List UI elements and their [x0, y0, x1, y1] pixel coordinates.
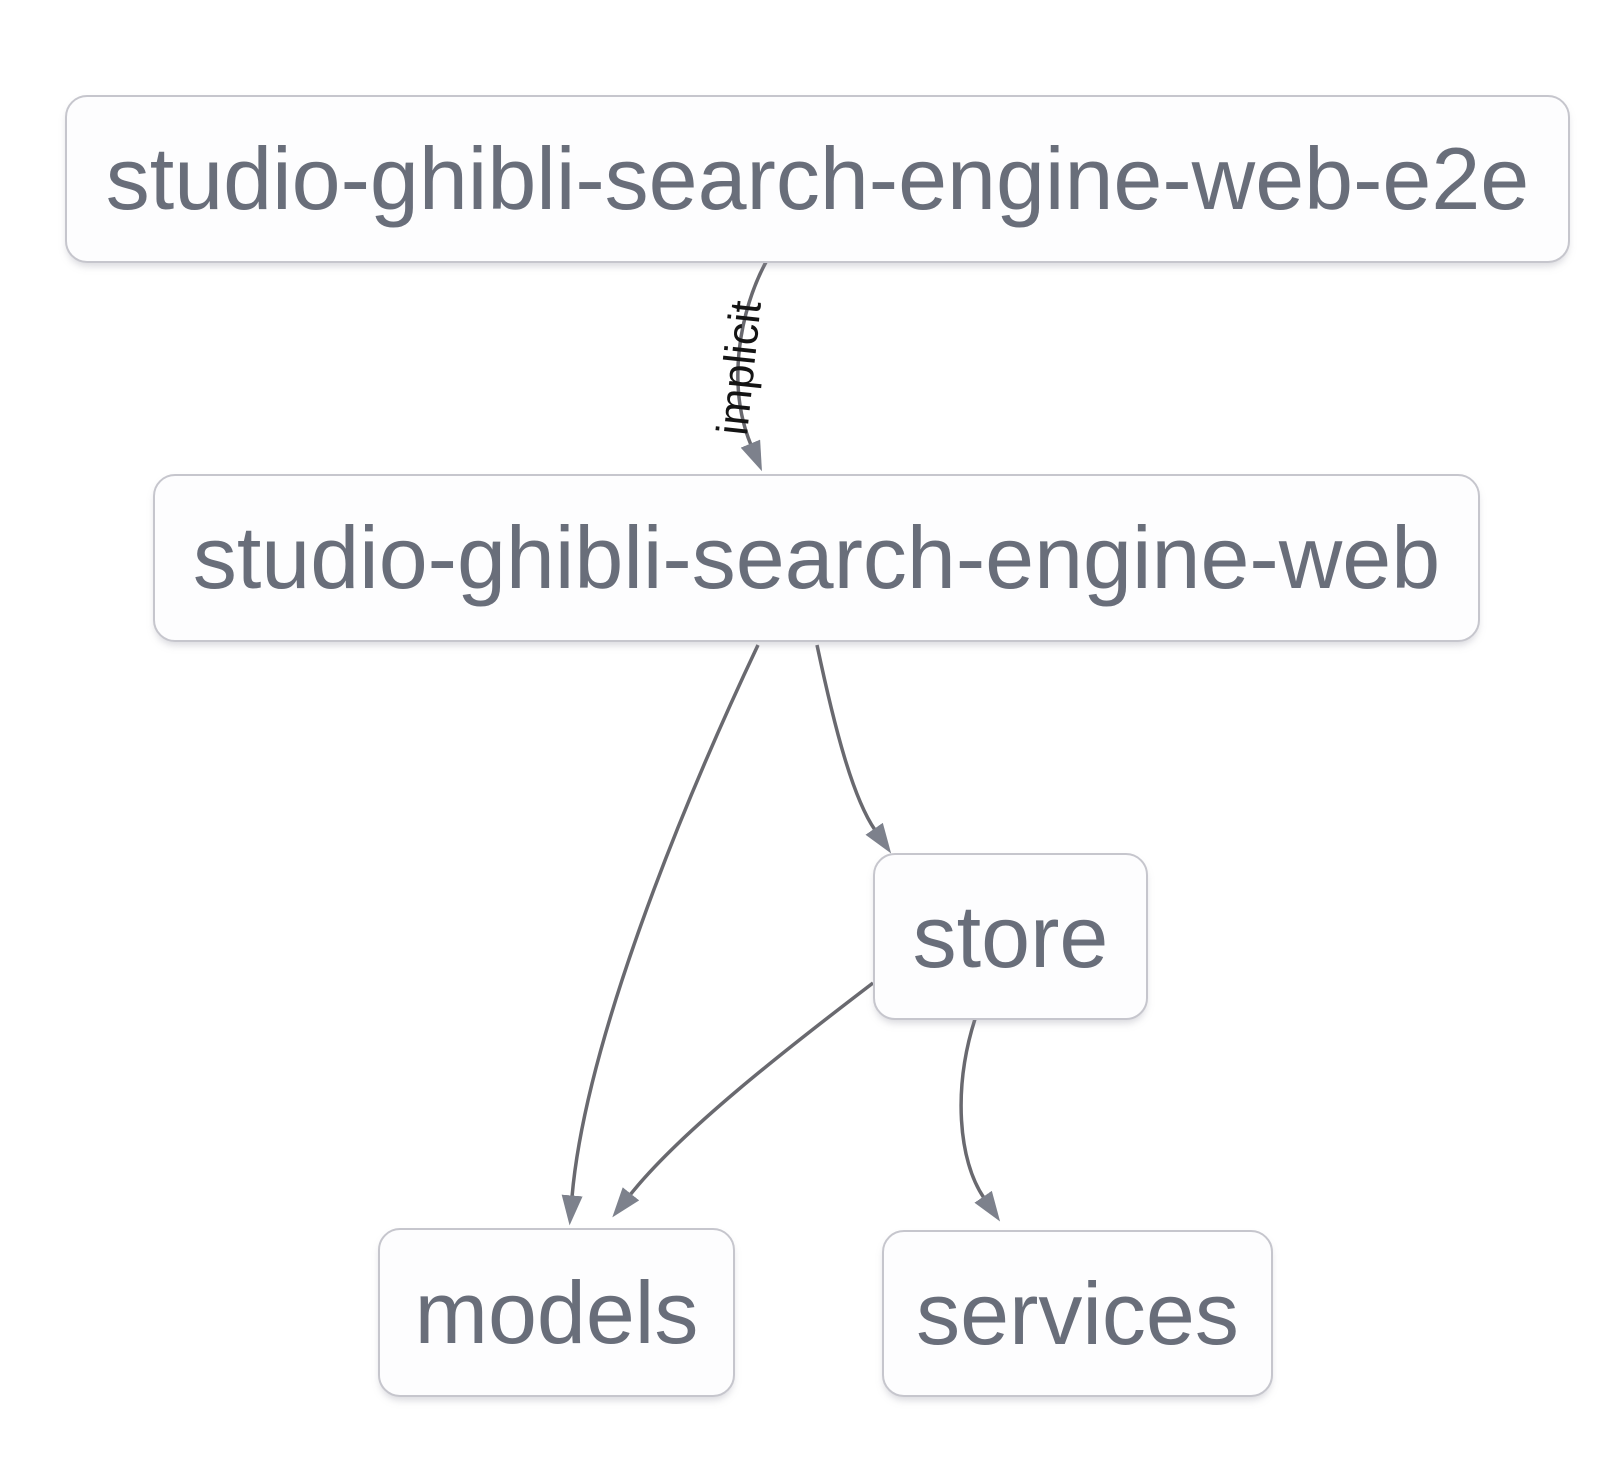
- node-studio-ghibli-search-engine-web-e2e[interactable]: studio-ghibli-search-engine-web-e2e: [65, 95, 1570, 263]
- edge-web-to-store: [815, 644, 892, 854]
- node-label: store: [912, 886, 1109, 986]
- node-store[interactable]: store: [873, 853, 1148, 1020]
- edge-store-to-services: [959, 1018, 1001, 1222]
- node-label: studio-ghibli-search-engine-web-e2e: [105, 129, 1530, 228]
- edge-web-to-models: [561, 644, 760, 1226]
- edge-e2e-to-web: [736, 261, 768, 472]
- edge-store-to-models: [612, 981, 875, 1218]
- node-services[interactable]: services: [882, 1230, 1273, 1397]
- node-models[interactable]: models: [378, 1228, 735, 1397]
- node-label: models: [414, 1262, 699, 1362]
- node-label: services: [916, 1263, 1239, 1363]
- node-studio-ghibli-search-engine-web[interactable]: studio-ghibli-search-engine-web: [153, 474, 1480, 642]
- node-label: studio-ghibli-search-engine-web: [192, 508, 1441, 607]
